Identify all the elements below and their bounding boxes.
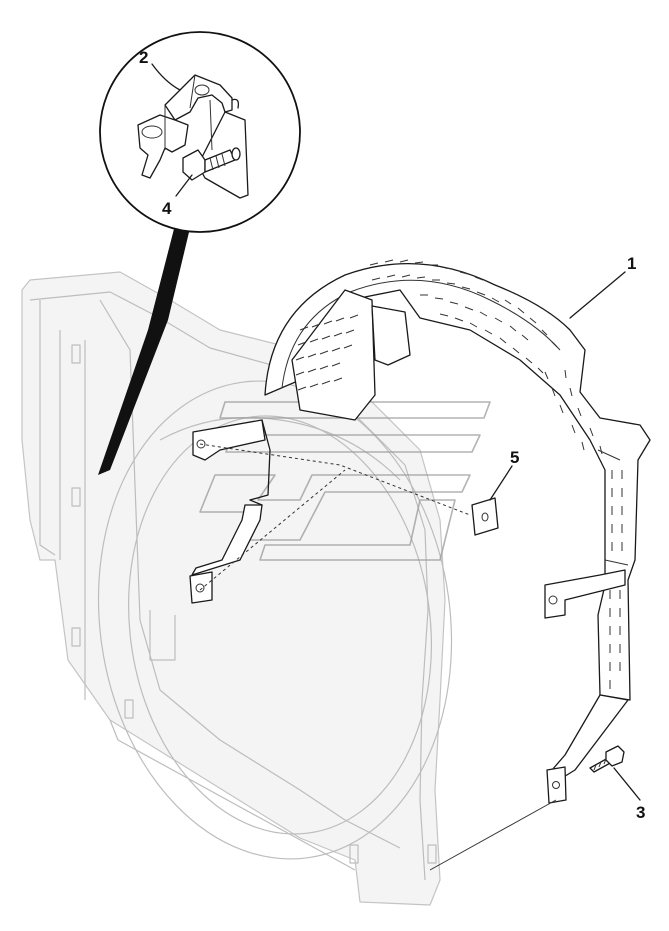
callout-2: 2	[139, 48, 148, 67]
fan-guard-part-1	[264, 259, 651, 701]
bolt-part-3	[589, 745, 625, 773]
fan-shroud-frame	[21, 271, 453, 906]
callout-3: 3	[636, 803, 645, 822]
callout-1: 1	[627, 254, 636, 273]
washer-part-5	[471, 497, 499, 536]
callout-5: 5	[510, 448, 519, 467]
inset-leader	[98, 225, 190, 475]
callout-4: 4	[162, 199, 172, 218]
detail-inset	[99, 31, 301, 233]
assembly-lines	[199, 443, 557, 871]
guard-brackets	[189, 419, 629, 804]
callout-leaders	[151, 63, 641, 801]
